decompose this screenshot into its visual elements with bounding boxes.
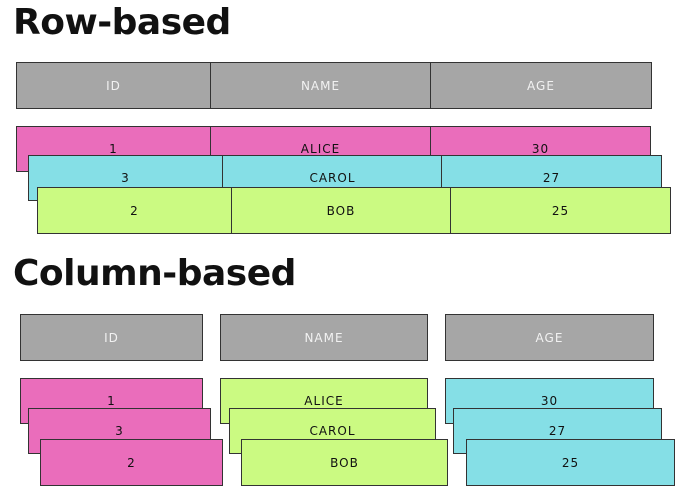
row-header-age: AGE [430, 62, 652, 109]
id-column-cell-3: 2 [40, 439, 223, 486]
name-column-cell-3: BOB [241, 439, 448, 486]
column-header-id: ID [20, 314, 203, 361]
row-3-age: 25 [450, 187, 671, 234]
age-column-cell-3: 25 [466, 439, 675, 486]
column-based-title: Column-based [13, 253, 296, 294]
row-3-id: 2 [37, 187, 232, 234]
row-3-name: BOB [231, 187, 451, 234]
row-header-name: NAME [210, 62, 431, 109]
row-based-title: Row-based [13, 2, 231, 43]
row-header-id: ID [16, 62, 211, 109]
column-header-name: NAME [220, 314, 428, 361]
column-header-age: AGE [445, 314, 654, 361]
